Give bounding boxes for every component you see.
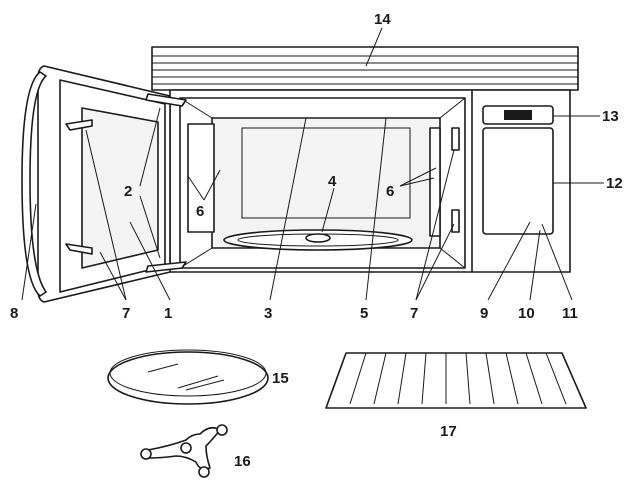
leader-lines — [21, 27, 604, 301]
cooking-rack — [325, 352, 587, 409]
callout-5: 5 — [360, 305, 368, 322]
callout-8: 8 — [10, 305, 18, 322]
callout-14: 14 — [374, 11, 391, 28]
turntable-support — [140, 424, 228, 478]
lower-latch-slot — [451, 209, 460, 233]
open-door — [21, 65, 187, 303]
callout-10: 10 — [518, 305, 535, 322]
callout-6-left: 6 — [196, 203, 204, 220]
callout-17: 17 — [440, 423, 457, 440]
callout-7-left: 7 — [122, 305, 130, 322]
glass-tray — [107, 349, 269, 405]
callout-7-right: 7 — [410, 305, 418, 322]
oven-cavity — [179, 97, 466, 269]
callout-4: 4 — [328, 173, 337, 190]
callout-2: 2 — [124, 183, 132, 200]
control-panel — [482, 105, 554, 235]
callout-6-right: 6 — [386, 183, 394, 200]
callout-11: 11 — [562, 305, 578, 322]
vent-grille — [151, 46, 579, 91]
callout-16: 16 — [234, 453, 251, 470]
callout-12: 12 — [606, 175, 623, 192]
right-wall-cover — [429, 127, 441, 237]
left-wall-cover — [187, 123, 215, 233]
display-window — [504, 110, 532, 120]
callout-13: 13 — [602, 108, 619, 125]
upper-latch-slot — [451, 127, 460, 151]
callout-3: 3 — [264, 305, 272, 322]
callout-9: 9 — [480, 305, 488, 322]
callout-1: 1 — [164, 305, 172, 322]
callout-15: 15 — [272, 370, 289, 387]
turntable-in-cavity — [223, 229, 413, 251]
callout-labels: 1 2 3 4 5 6 6 7 7 8 9 10 11 12 13 14 15 … — [10, 11, 623, 470]
